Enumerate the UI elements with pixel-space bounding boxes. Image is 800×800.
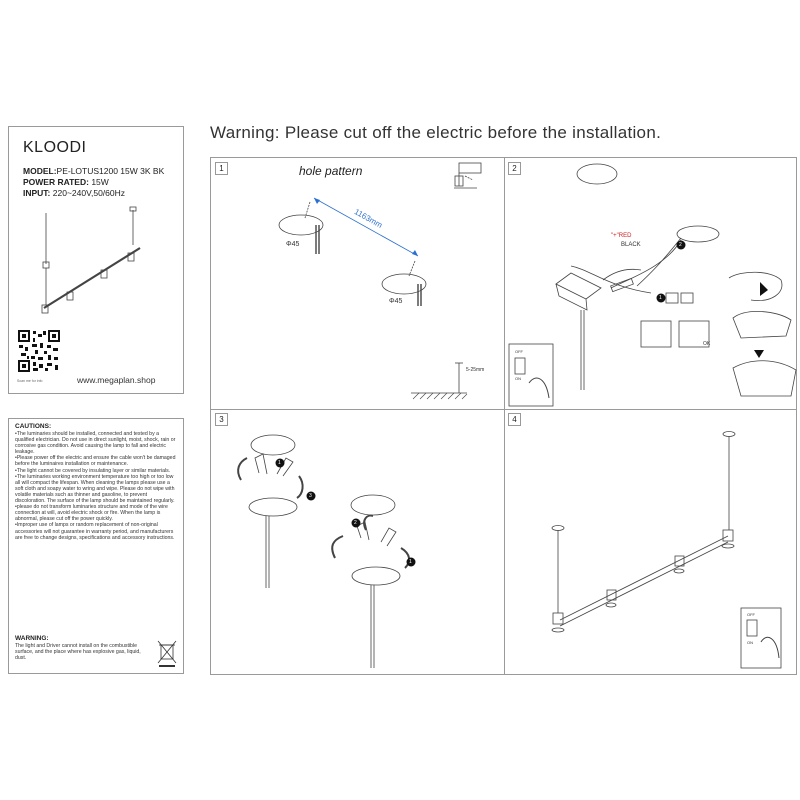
switch-on-label-2: ON — [515, 376, 521, 381]
panel-divider-horizontal — [211, 409, 796, 410]
product-info-box: KLOODI MODEL:PE-LOTUS1200 15W 3K BK POWE… — [8, 126, 184, 394]
black-wire-label: BLACK — [621, 242, 641, 248]
warning-title: WARNING: — [15, 635, 49, 642]
hole-diameter-a: Φ45 — [286, 241, 300, 248]
cautions-box: CAUTIONS: •The luminaries should be inst… — [8, 418, 184, 674]
spec-power: POWER RATED: 15W — [23, 177, 109, 187]
qr-code — [17, 329, 61, 373]
red-wire-label: "+"RED — [611, 233, 632, 239]
weee-bin-icon — [157, 640, 177, 667]
panel-number-3: 3 — [215, 413, 228, 426]
mount-step-1a: 1 — [278, 460, 281, 466]
depth-label: 5-25mm — [466, 367, 485, 373]
hole-diameter-b: Φ45 — [389, 298, 403, 305]
mount-step-2: 2 — [354, 520, 357, 526]
wiring-step-1: 1 — [659, 295, 662, 301]
panel-divider-vertical — [504, 158, 505, 674]
lamp-overview-drawing — [41, 206, 141, 314]
panel-number-1: 1 — [215, 162, 228, 175]
wiring-step-2: 2 — [679, 242, 682, 248]
cautions-title: CAUTIONS: — [15, 423, 52, 430]
warning-text: The light and Driver cannot install on t… — [15, 643, 141, 662]
spec-input: INPUT: 220~240V,50/60Hz — [23, 188, 126, 198]
wiring-drawing — [508, 163, 797, 407]
spec-model: MODEL:PE-LOTUS1200 15W 3K BK — [23, 166, 165, 176]
website-label: www.megaplan.shop — [77, 375, 156, 385]
switch-off-label-4: OFF — [747, 612, 755, 617]
brand-name: KLOODI — [23, 139, 87, 156]
final-lamp-drawing — [551, 431, 782, 669]
qr-caption: Scan me for info — [17, 379, 43, 383]
connector-ok-label: OK — [703, 341, 711, 347]
panel-number-2: 2 — [508, 162, 521, 175]
switch-off-label-2: OFF — [515, 349, 523, 354]
mount-step-1b: 1 — [409, 559, 412, 565]
installation-panels: 1 hole pattern — [210, 157, 797, 675]
mounting-drawing — [237, 434, 416, 668]
panel-number-4: 4 — [508, 413, 521, 426]
warning-header: Warning: Please cut off the electric bef… — [210, 123, 662, 142]
hole-pattern-drawing — [278, 162, 482, 400]
cautions-text: •The luminaries should be installed, con… — [15, 431, 176, 541]
switch-on-label-4: ON — [747, 640, 753, 645]
hole-pattern-title: hole pattern — [299, 164, 363, 178]
mount-step-3: 3 — [309, 493, 312, 499]
